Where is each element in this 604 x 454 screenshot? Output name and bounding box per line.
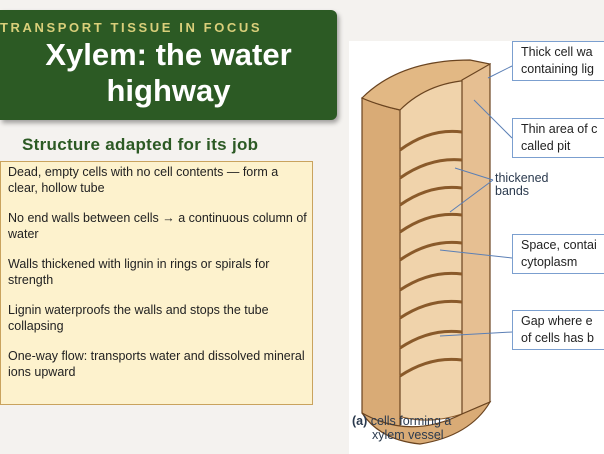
thickened-band [399,129,463,152]
callout-gap: Gap where e of cells has b [512,310,604,350]
leader-line [439,249,513,259]
section-subheading: Structure adapted for its job [22,135,259,154]
callout-thick-cell-wall: Thick cell wa containing lig [512,41,604,81]
caption-prefix: (a) [352,414,368,428]
thickened-band [399,158,463,180]
thickened-band [399,212,463,234]
title-line-2: highway [106,73,231,108]
thickened-band [399,185,463,207]
thickened-band [399,329,463,350]
leader-line [439,331,513,337]
leader-line [454,167,494,181]
list-item: Lignin waterproofs the walls and stops t… [8,303,269,333]
leader-line [473,99,513,139]
leader-line [487,65,513,79]
leader-line [449,179,494,213]
thickened-band [399,240,463,262]
caption-line-2: xylem vessel [372,428,444,442]
caption-line-1: cells forming a [370,414,452,428]
title-line-1: Xylem: the water [45,37,292,72]
structure-list: Dead, empty cells with no cell contents … [0,161,313,405]
callout-space: Space, contai cytoplasm [512,234,604,274]
diagram-caption: (a) cells forming a xylem vessel [352,414,451,442]
thickened-bands-label: thickened bands [495,171,549,198]
thickened-band [399,357,463,378]
list-item: One-way flow: transports water and disso… [8,349,305,379]
title-banner: TRANSPORT TISSUE IN FOCUS Xylem: the wat… [0,10,337,120]
thickened-band [399,299,463,320]
section-kicker: TRANSPORT TISSUE IN FOCUS [0,20,263,35]
page-title: Xylem: the water highway [0,37,337,109]
callout-pit: Thin area of c called pit [512,118,604,158]
list-item: Dead, empty cells with no cell contents … [8,165,279,195]
list-item: No end walls between cells → a continuou… [8,211,307,241]
thickened-band [399,271,463,292]
list-item: Walls thickened with lignin in rings or … [8,257,270,287]
